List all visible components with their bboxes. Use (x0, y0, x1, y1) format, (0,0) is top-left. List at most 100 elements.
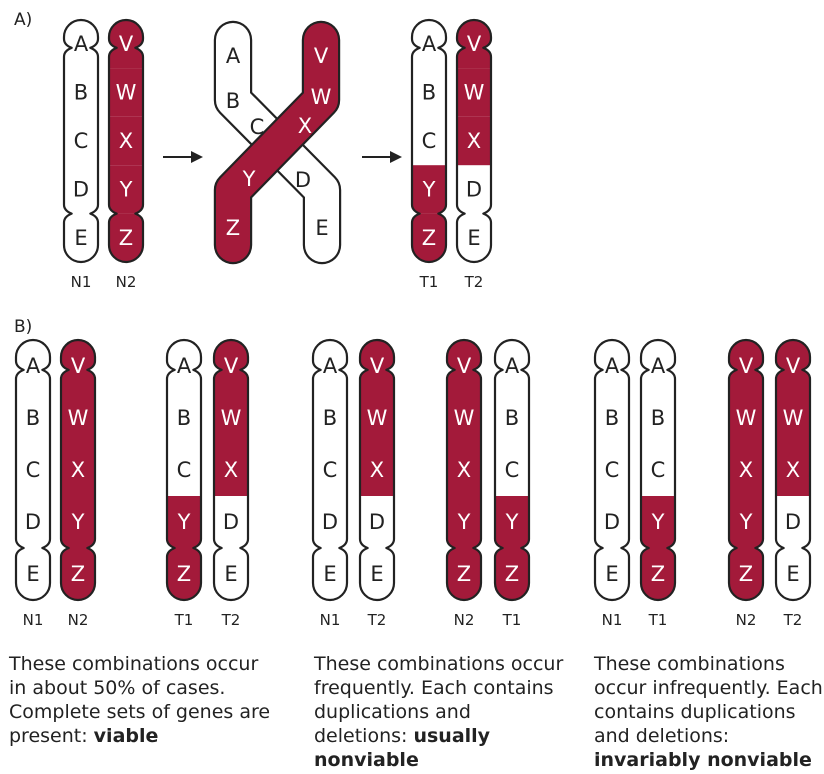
gene-y: Y (457, 510, 471, 534)
gene-c: C (505, 458, 520, 482)
gene-b: B (422, 81, 436, 105)
gene-e: E (786, 562, 799, 586)
gene-v: V (467, 32, 482, 56)
gene-c: C (250, 115, 265, 139)
gene-z: Z (457, 562, 471, 586)
gene-b: B (323, 406, 337, 430)
chromosome-label-n1: N1 (71, 273, 92, 291)
gene-d: D (369, 510, 385, 534)
gene-e: E (74, 226, 87, 250)
gene-d: D (785, 510, 801, 534)
chromosome-label-t1: T1 (648, 611, 668, 629)
gene-x: X (467, 129, 481, 153)
gene-c: C (26, 458, 41, 482)
gene-v: V (71, 354, 86, 378)
gene-b: B (26, 406, 40, 430)
gene-z: Z (226, 216, 240, 240)
gene-b: B (177, 406, 191, 430)
gene-b: B (74, 81, 88, 105)
chromosome-label-t1: T1 (174, 611, 194, 629)
gene-v: V (457, 354, 472, 378)
gene-b: B (651, 406, 665, 430)
combination-pair-2-left: A B C Y Z T1 (165, 338, 203, 629)
chromosome-label-t1: T1 (502, 611, 522, 629)
chromosome-label-t2: T2 (367, 611, 387, 629)
gene-w: W (68, 406, 89, 430)
chromosome-label-n2: N2 (68, 611, 89, 629)
gene-d: D (295, 168, 311, 192)
gene-y: Y (177, 510, 191, 534)
gene-a: A (422, 32, 437, 56)
gene-v: V (119, 32, 134, 56)
gene-x: X (119, 129, 133, 153)
gene-z: Z (71, 562, 85, 586)
gene-e: E (315, 216, 328, 240)
gene-d: D (73, 177, 89, 201)
chromosome-label-n1: N1 (602, 611, 623, 629)
gene-a: A (605, 354, 620, 378)
gene-w: W (464, 81, 485, 105)
arrow-right-icon (163, 151, 203, 163)
gene-z: Z (505, 562, 519, 586)
gene-a: A (26, 354, 41, 378)
gene-c: C (177, 458, 192, 482)
gene-a: A (177, 354, 192, 378)
gene-e: E (26, 562, 39, 586)
panel-b-label: B) (14, 317, 33, 337)
gene-d: D (604, 510, 620, 534)
gene-x: X (298, 114, 312, 138)
gene-w: W (311, 85, 332, 109)
gene-v: V (786, 354, 801, 378)
gene-y: Y (505, 510, 519, 534)
chromosome-label-t1: T1 (419, 273, 439, 291)
chromosome-label-t2: T2 (783, 611, 803, 629)
gene-x: X (739, 458, 753, 482)
gene-v: V (224, 354, 239, 378)
panel-a-label: A) (14, 10, 33, 30)
gene-w: W (116, 81, 137, 105)
gene-x: X (224, 458, 238, 482)
gene-z: Z (422, 226, 436, 250)
gene-y: Y (242, 167, 256, 191)
gene-w: W (736, 406, 757, 430)
gene-a: A (323, 354, 338, 378)
gene-a: A (651, 354, 666, 378)
gene-z: Z (177, 562, 191, 586)
gene-e: E (467, 226, 480, 250)
caption-invariably-nonviable: These combinations occur infrequently. E… (594, 653, 823, 771)
chromosome-label-n2: N2 (736, 611, 757, 629)
gene-y: Y (651, 510, 665, 534)
gene-y: Y (119, 177, 133, 201)
gene-c: C (74, 129, 89, 153)
gene-w: W (367, 406, 388, 430)
chromosome-label-t2: T2 (464, 273, 484, 291)
gene-a: A (505, 354, 520, 378)
gene-c: C (422, 129, 437, 153)
gene-e: E (323, 562, 336, 586)
caption-viable: These combinations occur in about 50% of… (9, 653, 271, 747)
gene-d: D (322, 510, 338, 534)
gene-x: X (71, 458, 85, 482)
gene-x: X (370, 458, 384, 482)
gene-z: Z (651, 562, 665, 586)
gene-w: W (221, 406, 242, 430)
gene-d: D (223, 510, 239, 534)
gene-e: E (370, 562, 383, 586)
chromosome-label-n2: N2 (454, 611, 475, 629)
